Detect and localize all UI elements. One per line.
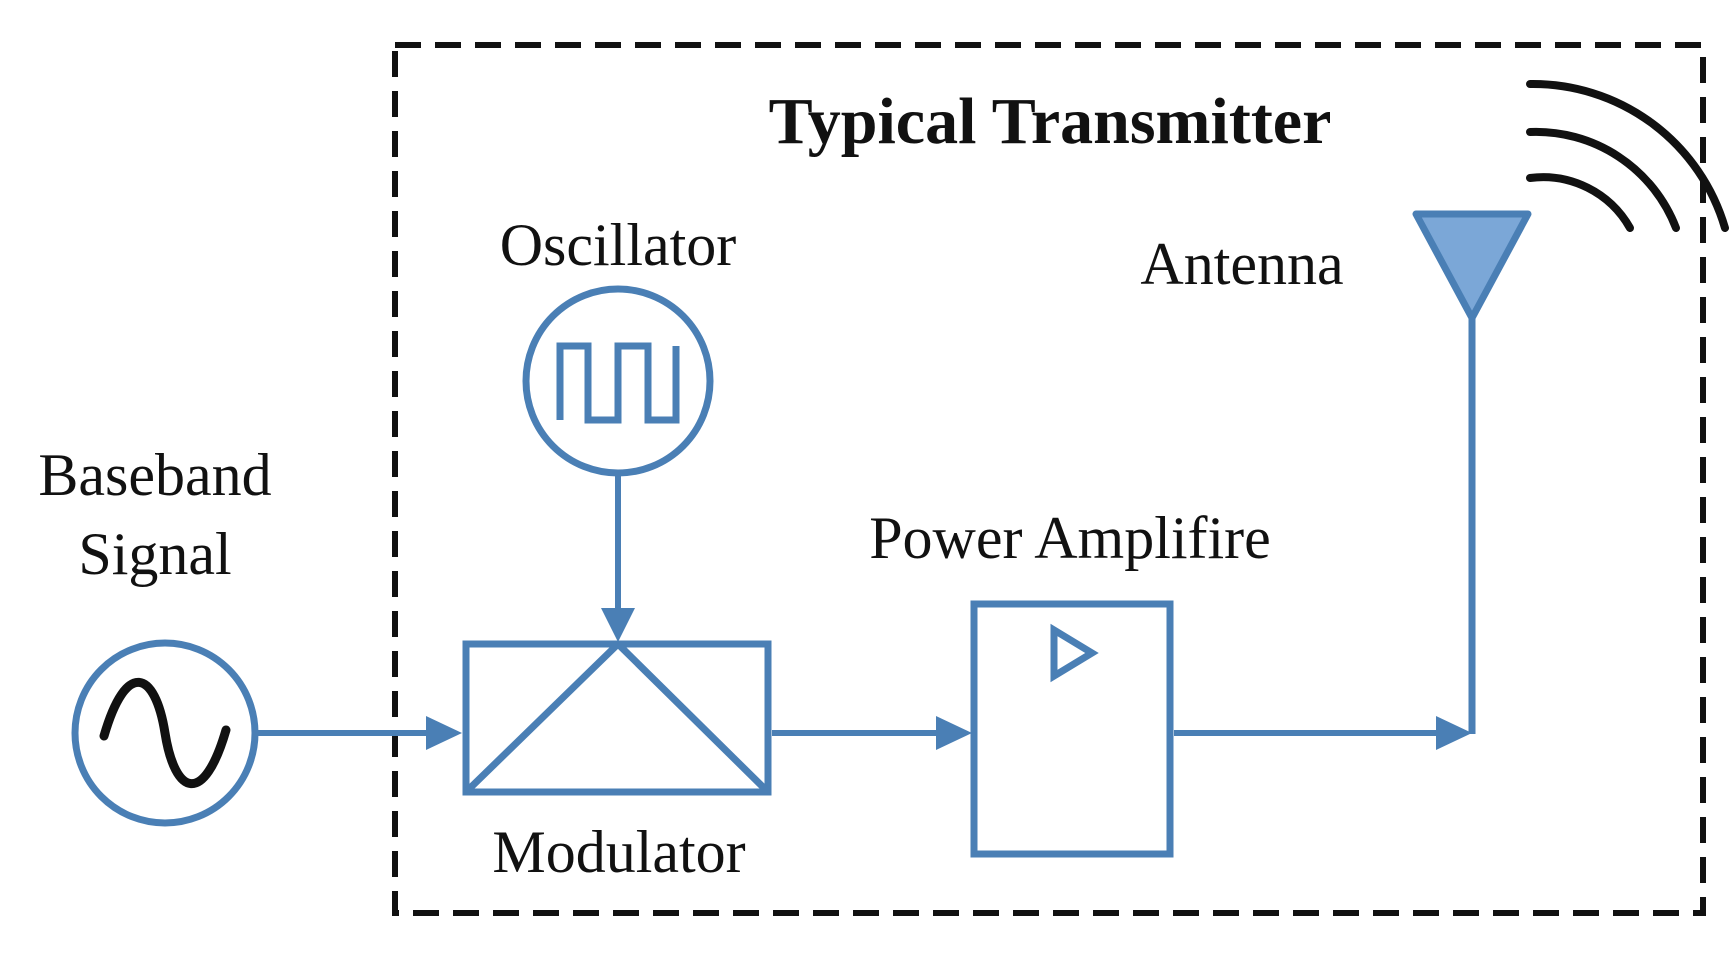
mixer-modulator-icon <box>462 640 772 796</box>
sine-wave-source-icon <box>71 639 259 827</box>
square-wave-oscillator-icon <box>522 285 714 477</box>
transmitter-boundary <box>392 42 1706 916</box>
baseband-to-modulator-arrow <box>255 716 462 750</box>
power-amplifier-label: Power Amplifire <box>869 505 1271 571</box>
modulator-to-amplifier-arrow <box>772 716 972 750</box>
modulator-label: Modulator <box>492 819 745 885</box>
baseband-label-line2: Signal <box>78 521 231 587</box>
diagram-title: Typical Transmitter <box>769 85 1332 158</box>
amplifier-to-antenna-arrow <box>1174 716 1472 750</box>
baseband-label-line1: Baseband <box>38 442 271 508</box>
amplifier-triangle-icon <box>970 600 1174 858</box>
oscillator-to-modulator-arrow <box>601 473 635 642</box>
antenna-icon <box>1412 210 1532 734</box>
radio-waves-icon <box>1526 79 1729 232</box>
antenna-label: Antenna <box>1140 231 1343 297</box>
oscillator-label: Oscillator <box>500 212 737 278</box>
